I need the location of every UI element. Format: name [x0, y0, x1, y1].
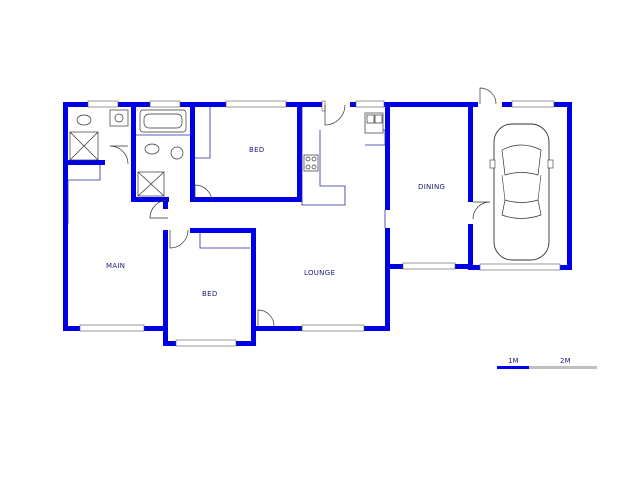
window-dining — [402, 262, 456, 270]
scale-segment-2 — [529, 366, 597, 369]
wall-bath-left — [131, 102, 136, 202]
window-bathroom — [149, 100, 181, 108]
wall-bed2-right — [251, 230, 256, 346]
wall-dining-right-upper — [468, 102, 473, 202]
toilet-ensuite — [76, 114, 92, 126]
bed2-cupboard — [199, 233, 250, 249]
toilet-bathroom — [144, 143, 160, 155]
window-main — [79, 324, 145, 332]
wall-bath-bottom — [131, 197, 169, 202]
scale-bar: 1M 2M — [497, 357, 597, 369]
wall-bed1-right — [297, 102, 302, 202]
window-garage-bottom — [479, 263, 561, 271]
window-ensuite — [87, 100, 119, 108]
room-label-bed1: BED — [249, 146, 265, 154]
wall-garage-right — [567, 102, 572, 270]
scale-label-2m: 2M — [560, 357, 571, 365]
window-kitchen — [355, 100, 385, 108]
door-bed1 — [194, 184, 213, 203]
wall-dining-left — [385, 102, 390, 210]
scale-segment-1 — [497, 366, 529, 369]
window-stub — [321, 100, 326, 112]
door-dining-garage — [472, 201, 491, 220]
car — [489, 123, 554, 261]
wall-bed2-top — [190, 228, 256, 233]
wall-left — [63, 102, 68, 330]
room-label-bed2: BED — [202, 290, 218, 298]
window-lounge — [301, 324, 365, 332]
door-front — [257, 309, 275, 327]
interior-lines — [67, 107, 386, 249]
kitchen-counter-left — [301, 107, 346, 206]
bed1-cupboard — [195, 107, 211, 159]
room-label-dining: DINING — [418, 183, 445, 191]
room-label-main: MAIN — [106, 262, 125, 270]
wall-top-center — [350, 102, 478, 107]
door-bathroom — [149, 199, 169, 219]
door-garage-top — [479, 87, 497, 105]
main-cupboard — [67, 165, 101, 224]
basin-bathroom — [170, 146, 184, 160]
windows — [79, 100, 561, 347]
scale-label-1m: 1M — [508, 357, 519, 365]
wall-ensuite-bottom — [63, 160, 105, 165]
stove — [303, 154, 319, 172]
window-garage — [511, 100, 555, 108]
wall-dining-right-lower — [468, 224, 473, 269]
wall-passage-stub — [163, 197, 168, 209]
wall-lounge-right — [385, 228, 390, 331]
doors — [109, 87, 497, 327]
door-kitchen-back — [324, 104, 346, 126]
door-ensuite — [109, 145, 129, 165]
room-label-lounge: LOUNGE — [304, 269, 335, 277]
wall-bed1-left — [190, 102, 195, 202]
window-bed2 — [175, 339, 237, 347]
window-bed1 — [225, 100, 287, 108]
wall-bed2-left — [163, 230, 168, 346]
door-bed2 — [169, 229, 189, 249]
fixtures — [69, 109, 384, 197]
wall-bed1-bottom — [195, 197, 302, 202]
